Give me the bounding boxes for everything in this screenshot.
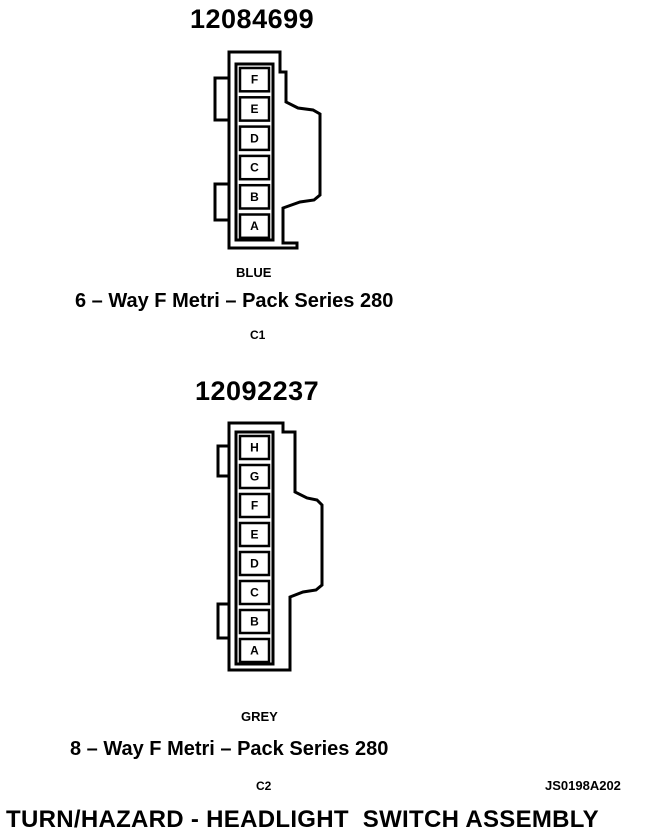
c2-pin-label-f: F — [251, 499, 258, 513]
c1-pin-cell-c — [238, 154, 271, 181]
c2-connector-id: C2 — [256, 779, 272, 793]
c1-pin-label-d: D — [250, 131, 259, 145]
c2-latch-bottom — [216, 602, 229, 640]
c2-pin-cell-g — [238, 463, 271, 490]
c1-pin-cell-e — [238, 96, 271, 122]
c1-pin-label-c: C — [250, 161, 259, 175]
c1-latch-bottom — [213, 182, 229, 222]
c1-pin-cell-f — [238, 66, 271, 93]
c1-pin-cell-d — [238, 125, 271, 152]
c2-color-label: GREY — [241, 709, 278, 724]
c2-description: 8 – Way F Metri – Pack Series 280 — [70, 738, 389, 760]
c2-pin-label-c: C — [250, 586, 259, 600]
c1-pin-cell-b — [238, 183, 271, 210]
c2-pin-label-g: G — [250, 470, 259, 484]
c2-latch-top — [216, 444, 229, 478]
c1-pin-column — [234, 62, 275, 242]
c2-pin-cell-d — [238, 550, 271, 577]
c2-pin-label-e: E — [250, 528, 258, 542]
c1-description: 6 – Way F Metri – Pack Series 280 — [75, 290, 394, 312]
c1-pin-label-e: E — [250, 102, 258, 116]
c1-pin-cell-a — [238, 213, 271, 240]
c2-housing-outline — [227, 421, 324, 672]
c2-pin-cell-h — [238, 434, 271, 461]
c1-connector-id: C1 — [250, 328, 266, 342]
c2-pin-label-h: H — [250, 441, 259, 455]
c1-color-label: BLUE — [236, 265, 272, 280]
c1-pin-label-f: F — [251, 73, 258, 87]
c2-part-number: 12092237 — [195, 376, 320, 406]
c2-pin-label-d: D — [250, 557, 259, 571]
c1-pin-label-b: B — [250, 190, 259, 204]
c2-pin-cell-a — [238, 637, 271, 664]
c1-pin-label-a: A — [250, 219, 259, 233]
c2-pin-cell-c — [238, 579, 271, 606]
c1-latch-top — [213, 76, 229, 122]
c2-pin-cell-b — [238, 608, 271, 635]
c2-pin-cell-e — [238, 521, 271, 548]
diagram-title: TURN/HAZARD - HEADLIGHT SWITCH ASSEMBLY — [6, 806, 599, 833]
c2-pin-column — [234, 430, 275, 666]
figure-code: JS0198A202 — [545, 778, 621, 793]
c2-pin-cell-f — [238, 492, 271, 519]
c1-part-number: 12084699 — [190, 4, 315, 34]
c1-housing-outline — [227, 50, 322, 250]
c2-pin-label-a: A — [250, 644, 259, 658]
c2-pin-label-b: B — [250, 615, 259, 629]
